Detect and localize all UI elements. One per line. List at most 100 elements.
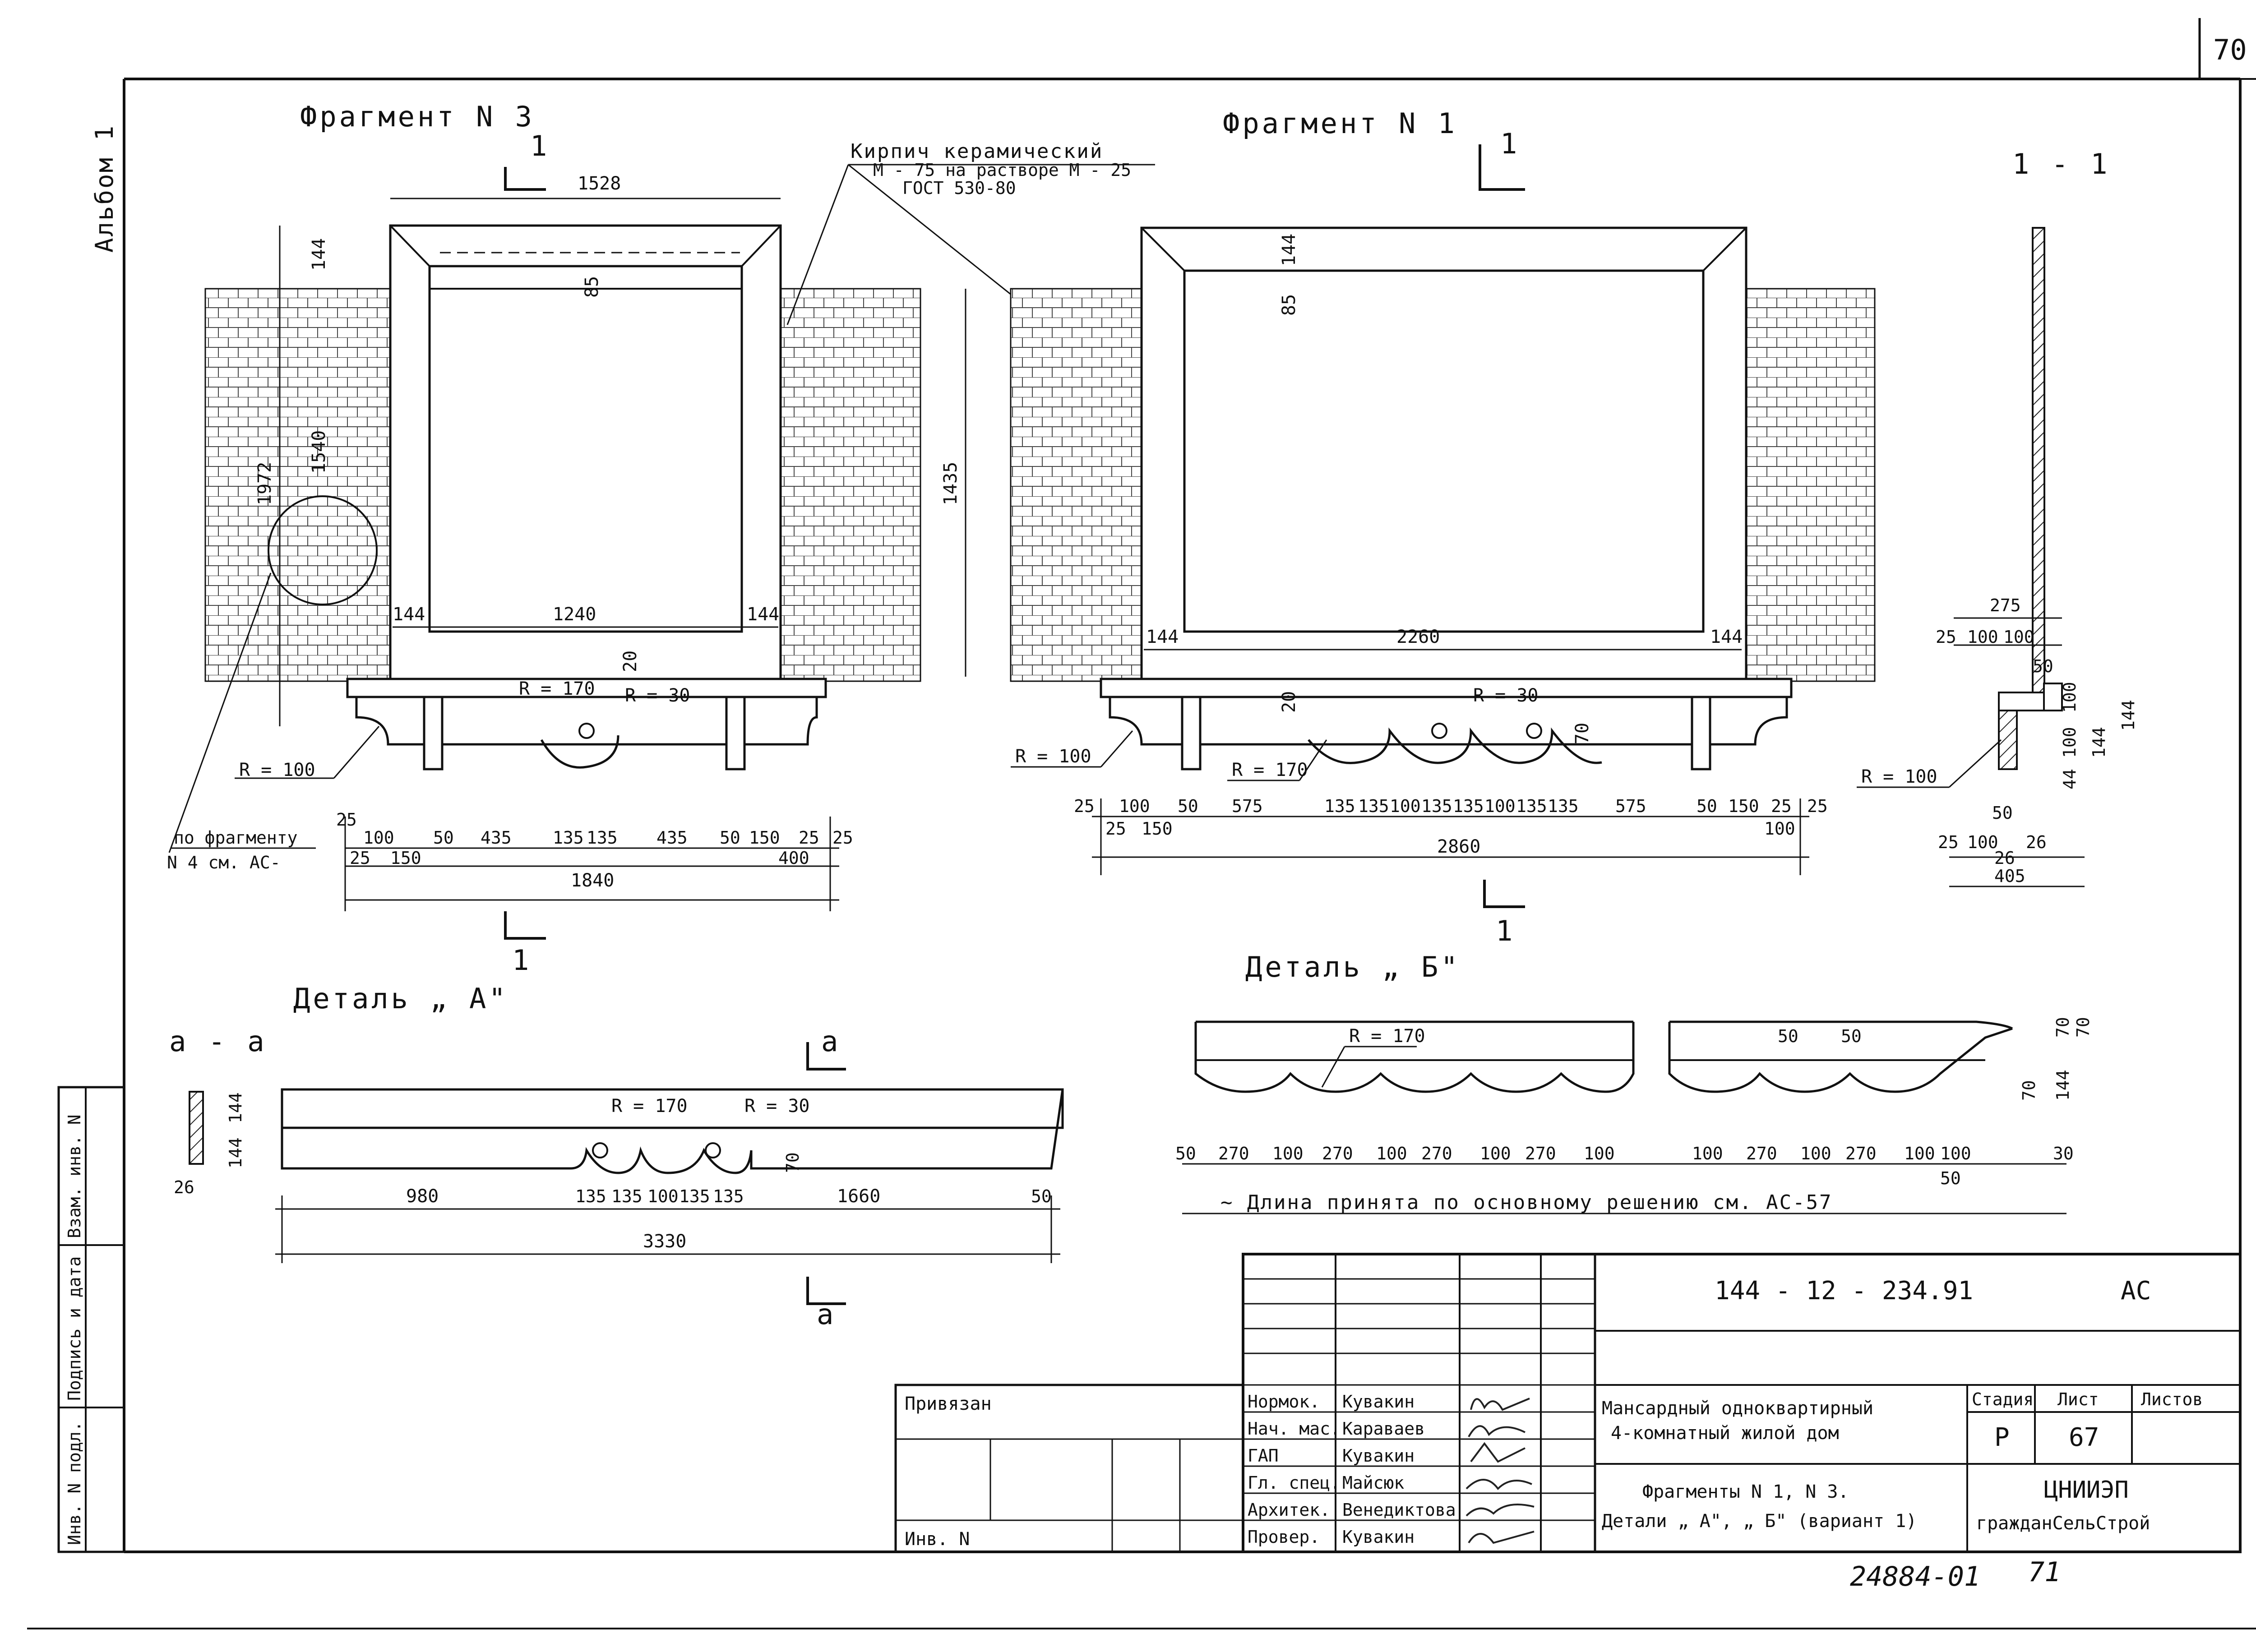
fragment1-height-20: 20 [1279, 691, 1299, 713]
fragment3-sill-board [346, 678, 827, 698]
fragment3-chain-6: 435 [656, 828, 688, 848]
detailB-right-6: 50 [1940, 1168, 1961, 1188]
fragment3-width: 1528 [578, 173, 621, 194]
detailA-chain-1: 135 [575, 1186, 606, 1206]
brick-note-line2: М - 75 на растворе М - 25 [873, 160, 1131, 180]
fragment1-chain-15: 25 [1771, 796, 1792, 816]
tb-name-2: Кувакин [1342, 1446, 1415, 1466]
section11-dim-r44: 44 [2060, 769, 2080, 789]
fragment3-radius-170: R = 170 [519, 678, 595, 699]
fragment1-chain-6: 100 [1390, 796, 1421, 816]
fragment3-title: Фрагмент N 3 [300, 100, 535, 133]
detailB-right-3: 270 [1845, 1144, 1877, 1163]
detailA-chain-5: 135 [713, 1186, 744, 1206]
fragment3-chain-2: 50 [433, 828, 454, 848]
tb-name-3: Майсюк [1342, 1473, 1404, 1493]
fragment3-valance [355, 697, 818, 746]
fragment1-chain-12: 575 [1615, 796, 1646, 816]
fragment1-height-144: 144 [1279, 234, 1299, 266]
side-stamp: Инв. N подл. Подпись и дата Взам. инв. N [57, 1086, 125, 1553]
detailB-left-3: 270 [1322, 1144, 1353, 1163]
tb-role-1: Нач. мас. [1248, 1419, 1341, 1439]
fragment3-height-144: 144 [309, 238, 329, 271]
side-stamp-sign: Подпись и дата [65, 1256, 84, 1401]
fragment3-chain-bottom-0: 25 [350, 848, 370, 868]
detailB-left-board [1194, 1020, 1635, 1093]
fragment3-chain-4: 135 [553, 828, 584, 848]
fragment1-title: Фрагмент N 1 [1223, 107, 1457, 140]
fragment3-jamb-right: 144 [747, 604, 779, 625]
detailB-left-4: 100 [1376, 1144, 1407, 1163]
fragment3-total: 1840 [571, 870, 614, 891]
detailA-marker-bottom: а [817, 1298, 836, 1331]
tb-bound-label: Привязан [905, 1394, 992, 1414]
fragment3-chain-5: 135 [587, 828, 618, 848]
fragment3-chain-8: 150 [749, 828, 780, 848]
side-stamp-inv: Инв. N подл. [65, 1421, 84, 1545]
detailA-chain-4: 135 [679, 1186, 710, 1206]
section11-radius: R = 100 [1861, 766, 1937, 787]
fragment3-chain-bottom-2: 400 [778, 848, 809, 868]
detailA-height-70: 70 [783, 1152, 803, 1173]
detailA-radius-170: R = 170 [611, 1096, 688, 1117]
detailA-height-144b: 144 [226, 1137, 245, 1168]
fragment3-wall-right [780, 288, 921, 682]
fragment1-chain-bottom-2: 100 [1764, 819, 1795, 839]
fragment1-total: 2860 [1437, 836, 1480, 857]
detailB-left-7: 270 [1525, 1144, 1556, 1163]
fragment1-chain-16: 25 [1807, 796, 1828, 816]
section11-dim-100a: 100 [1967, 627, 1998, 647]
tb-role-2: ГАП [1248, 1446, 1279, 1466]
section11-bottom-100: 100 [1967, 832, 1998, 852]
fragment1-height-1435: 1435 [940, 462, 961, 505]
detailB-right-0: 100 [1692, 1144, 1723, 1163]
section11-title: 1 - 1 [2012, 148, 2110, 180]
album-label: Альбом 1 [90, 125, 119, 253]
tb-sheet: 67 [2069, 1423, 2099, 1452]
detail-b: Деталь „ Б" R = 170 50 50 70 70 144 70 5… [1175, 951, 2093, 1214]
detailB-title: Деталь „ Б" [1245, 951, 1461, 983]
section11-dim-r144a: 144 [2089, 727, 2109, 758]
tb-project-line2: 4-комнатный жилой дом [1611, 1423, 1839, 1444]
detailB-left-1: 270 [1218, 1144, 1249, 1163]
detailB-left-0: 50 [1175, 1144, 1196, 1163]
detailB-right-70b: 70 [2073, 1017, 2093, 1038]
footer-code: 24884-01 [1850, 1561, 1980, 1592]
tb-role-5: Провер. [1248, 1527, 1320, 1547]
fragment3-ref-note-line1: по фрагменту [174, 828, 298, 848]
detailA-height-26: 26 [174, 1177, 194, 1197]
fragment1-chain-14: 150 [1728, 796, 1759, 816]
section11-bottom-25: 25 [1938, 832, 1959, 852]
tb-project-line1: Мансардный одноквартирный [1602, 1398, 1873, 1419]
fragment1-height-70: 70 [1572, 723, 1593, 744]
tb-stage-label: Стадия [1972, 1389, 2034, 1409]
tb-org-line2: гражданСельСтрой [1976, 1513, 2150, 1534]
fragment3-chain-7: 50 [720, 828, 740, 848]
fragment3-sill: 20 [620, 651, 641, 672]
fragment1-sill-board [1100, 678, 1793, 698]
title-block: Привязан Инв. N Нормок. Кувакин Нач. мас… [894, 1253, 2242, 1553]
fragment1-section-mark-top: 1 [1500, 127, 1520, 160]
fragment-3: Фрагмент N 3 1 1 1528 144 85 1972 1540 [167, 100, 921, 977]
tb-role-3: Гл. спец. [1248, 1473, 1341, 1493]
tb-sheets-label: Листов [2141, 1389, 2203, 1409]
detailA-total: 3330 [643, 1231, 686, 1252]
section-1-1: 1 - 1 275 25 100 100 50 100 100 144 144 … [1857, 148, 2138, 887]
fragment1-inner-width: 2260 [1396, 627, 1440, 647]
tb-name-5: Кувакин [1342, 1527, 1415, 1547]
tb-org-line1: ЦНИИЭП [2044, 1477, 2129, 1504]
detailA-chain-0: 980 [406, 1186, 439, 1207]
fragment3-wall-left [204, 288, 391, 682]
section11-bottom-26b: 26 [1994, 848, 2015, 868]
fragment1-chain-11: 135 [1548, 796, 1579, 816]
detailB-right-board [1668, 1020, 2013, 1093]
fragment3-section-mark-bottom: 1 [512, 944, 532, 977]
fragment1-chain-7: 135 [1421, 796, 1452, 816]
brick-note-line3: ГОСТ 530-80 [902, 178, 1016, 198]
detailA-board [281, 1088, 1064, 1129]
fragment1-chain-5: 135 [1358, 796, 1389, 816]
fragment1-jamb-right: 144 [1710, 627, 1743, 647]
section11-bottom-26a: 26 [2026, 832, 2047, 852]
detailB-left-8: 100 [1584, 1144, 1615, 1163]
